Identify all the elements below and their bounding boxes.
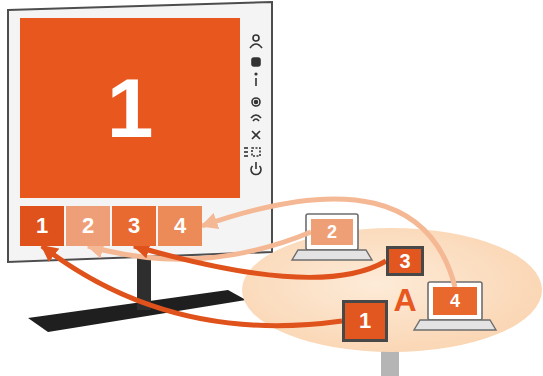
table-letter: A — [393, 284, 416, 316]
laptop-screen: 2 — [311, 219, 353, 245]
screen-tile: 4 — [158, 206, 202, 246]
main-display: 1 — [20, 18, 240, 198]
share-arrow — [88, 232, 311, 259]
number-label: 3 — [399, 251, 410, 271]
laptop-lid — [428, 282, 482, 320]
laptop-screen: 4 — [433, 287, 477, 315]
laptop-base — [292, 250, 372, 260]
screen-tile: 2 — [66, 206, 110, 246]
number-label: 2 — [82, 215, 94, 237]
screen-tile: 1 — [20, 206, 64, 246]
laptop-lid — [306, 214, 358, 250]
number-label: 4 — [174, 215, 186, 237]
number-label: 4 — [450, 292, 460, 310]
number-label: 1 — [107, 66, 154, 150]
number-label: 1 — [359, 310, 371, 332]
monitor-frame — [8, 2, 272, 262]
number-label: 2 — [327, 223, 337, 241]
screen-tile: 3 — [112, 206, 156, 246]
share-arrow — [202, 199, 455, 287]
laptop-base — [414, 320, 496, 330]
number-label: 1 — [36, 215, 48, 237]
share-button: 3 — [386, 246, 424, 276]
share-button: 1 — [342, 300, 388, 342]
stand-post — [137, 250, 151, 310]
table-label-holder: A — [390, 282, 420, 318]
share-arrow — [134, 246, 386, 277]
number-label: 3 — [128, 215, 140, 237]
share-arrow — [42, 246, 342, 326]
table-top — [242, 228, 542, 352]
meeting-table: A2314 — [242, 228, 542, 352]
menu-icons — [244, 35, 262, 175]
